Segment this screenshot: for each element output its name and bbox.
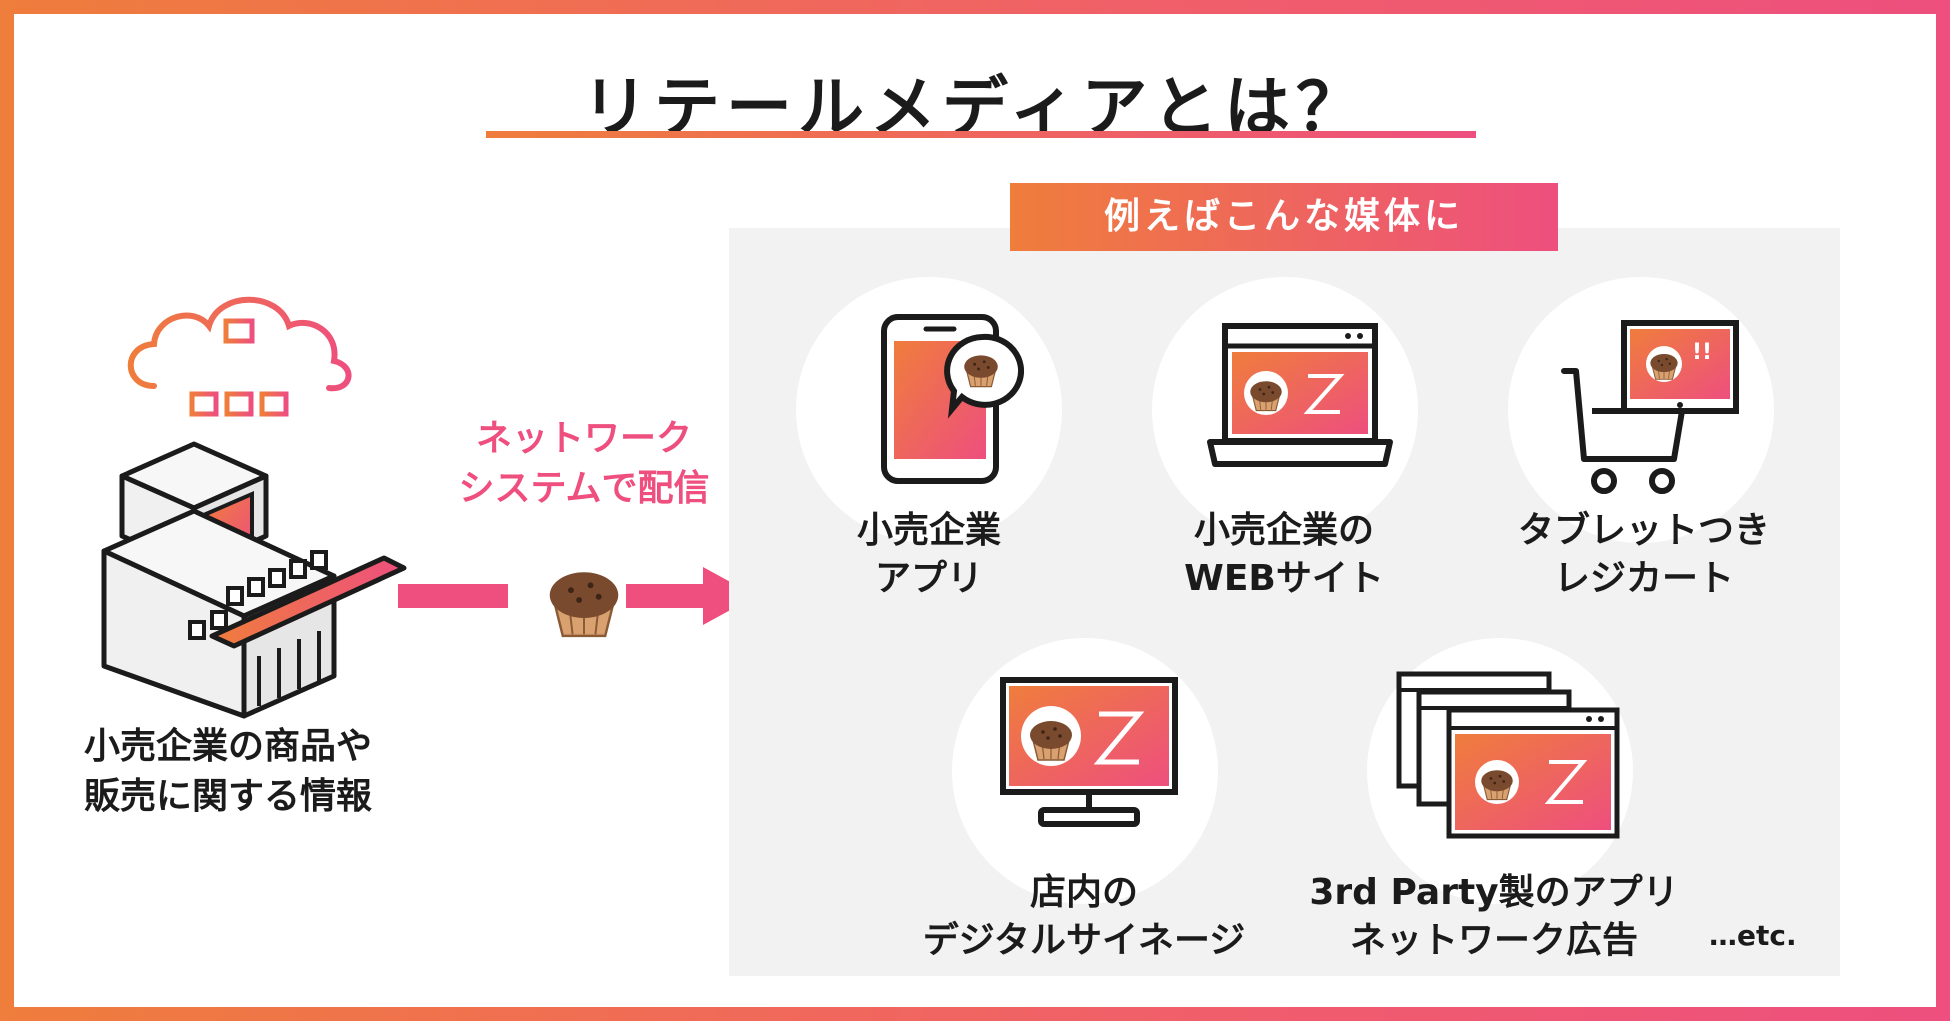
muffin-icon: [539, 560, 629, 640]
media-thirdparty-label: 3rd Party製のアプリ ネットワーク広告: [1294, 869, 1694, 965]
source-label: 小売企業の商品や 販売に関する情報: [84, 722, 444, 822]
diagram-canvas: リテールメディアとは？: [14, 14, 1936, 1007]
title-underline: [486, 131, 1476, 138]
laptop-website-icon: [1200, 314, 1400, 484]
smartphone-app-icon: [864, 299, 1024, 499]
svg-text:!!: !!: [1692, 340, 1712, 365]
arrow-label: ネットワーク システムで配信: [404, 414, 764, 514]
media-app-label: 小売企業 アプリ: [779, 507, 1079, 603]
browser-windows-icon: [1389, 662, 1629, 842]
media-banner: 例えばこんな媒体に: [1010, 183, 1558, 251]
media-web-label: 小売企業の WEBサイト: [1134, 507, 1434, 603]
tablet-cart-icon: !!: [1544, 309, 1764, 499]
media-signage-label: 店内の デジタルサイネージ: [904, 869, 1264, 965]
store-building-icon: [94, 276, 424, 716]
media-cart-label: タブレットつき レジカート: [1484, 507, 1804, 603]
etc-label: …etc.: [1709, 919, 1797, 952]
digital-signage-icon: [989, 666, 1189, 836]
